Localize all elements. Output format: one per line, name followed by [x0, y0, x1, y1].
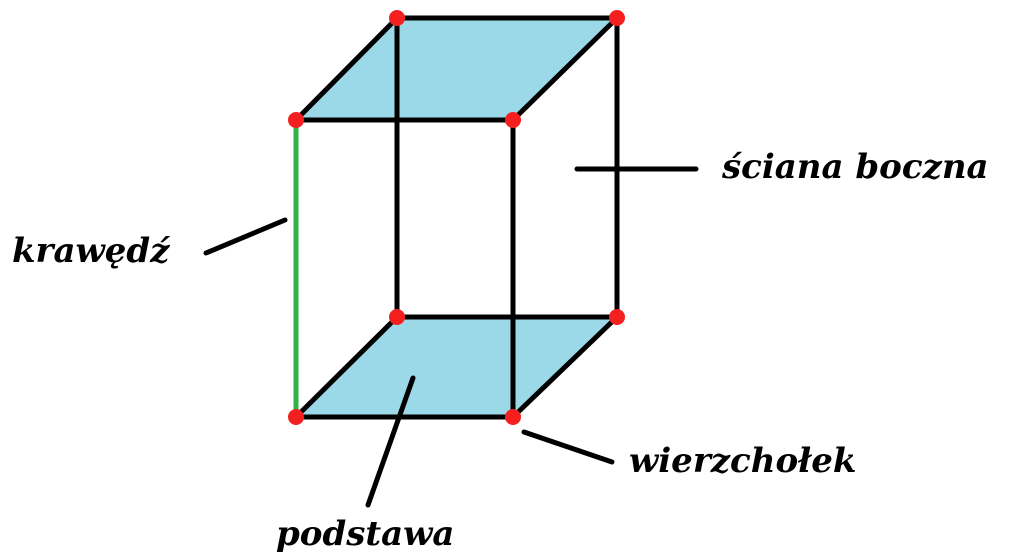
vertices: [288, 10, 625, 425]
vertex-dot: [389, 309, 405, 325]
pointer-lines: [203, 166, 699, 508]
base-right-edge: [510, 314, 620, 420]
vertex-pointer: [521, 429, 615, 465]
top-left-edge: [293, 15, 400, 123]
vertex-dot: [389, 10, 405, 26]
vertex-dot: [609, 10, 625, 26]
vertex-dot: [609, 309, 625, 325]
edge-pointer: [203, 217, 288, 256]
vertex-dot: [505, 112, 521, 128]
vertex-dot: [505, 409, 521, 425]
base-left-edge: [293, 314, 400, 420]
base-pointer: [365, 375, 416, 508]
wall-label: ściana boczna: [721, 147, 989, 187]
base-label: podstawa: [276, 514, 454, 554]
vertex-dot: [288, 409, 304, 425]
top-right-edge: [510, 15, 620, 123]
vertex-label: wierzchołek: [629, 441, 856, 481]
edge-label: krawędź: [12, 231, 171, 271]
vertex-dot: [288, 112, 304, 128]
